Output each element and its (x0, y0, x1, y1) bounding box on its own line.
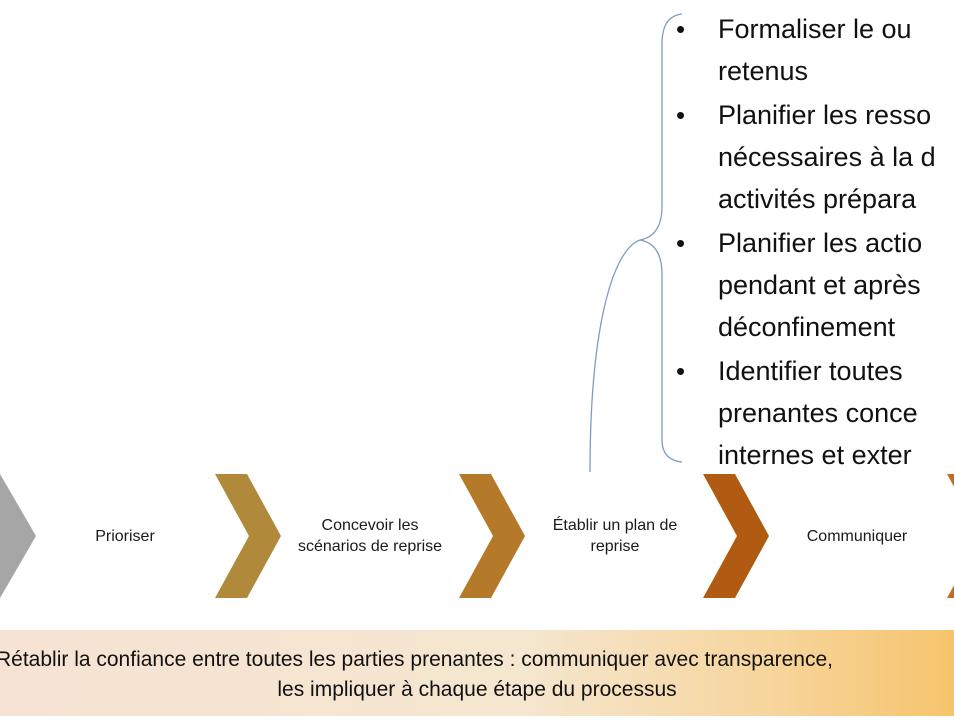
banner-line-1: Rétablir la confiance entre toutes les p… (0, 648, 833, 671)
banner-line-2: les impliquer à chaque étape du processu… (277, 678, 677, 701)
bullet-dot-icon: • (676, 228, 686, 258)
chevron-arrow-5-partial (947, 474, 954, 598)
bottom-banner: Rétablir la confiance entre toutes les p… (0, 630, 954, 716)
step-label-etablir-line1: Établir un plan de (552, 517, 678, 534)
step-label-concevoir-line2: scénarios de reprise (297, 538, 443, 555)
bullet-list: • Formaliser le ou retenus • Planifier l… (676, 8, 954, 468)
bullet-dot-icon: • (676, 356, 686, 386)
bullet-item-planifier-ressources: • Planifier les resso nécessaires à la d… (676, 94, 954, 220)
step-label-concevoir-line1: Concevoir les (321, 517, 419, 534)
chevron-arrow-3 (459, 474, 525, 598)
chevron-arrow-2 (215, 474, 281, 598)
brace-tail-connector (589, 239, 641, 473)
bullet-item-identifier: • Identifier toutes prenantes conce inte… (676, 350, 954, 468)
step-label-prioriser: Prioriser (95, 528, 155, 545)
bullet-item-formaliser: • Formaliser le ou retenus (676, 8, 954, 92)
chevron-arrow-grey (0, 474, 36, 598)
step-label-etablir: Établir un plan de reprise (525, 515, 705, 557)
bullet-dot-icon: • (676, 14, 686, 44)
step-label-communiquer: Communiquer (806, 528, 908, 545)
chevron-arrow-4 (703, 474, 769, 598)
step-label-etablir-line2: reprise (590, 538, 640, 555)
bullet-item-planifier-actions: • Planifier les actio pendant et après d… (676, 222, 954, 348)
bullet-dot-icon: • (676, 100, 686, 130)
step-label-concevoir: Concevoir les scénarios de reprise (280, 515, 460, 557)
